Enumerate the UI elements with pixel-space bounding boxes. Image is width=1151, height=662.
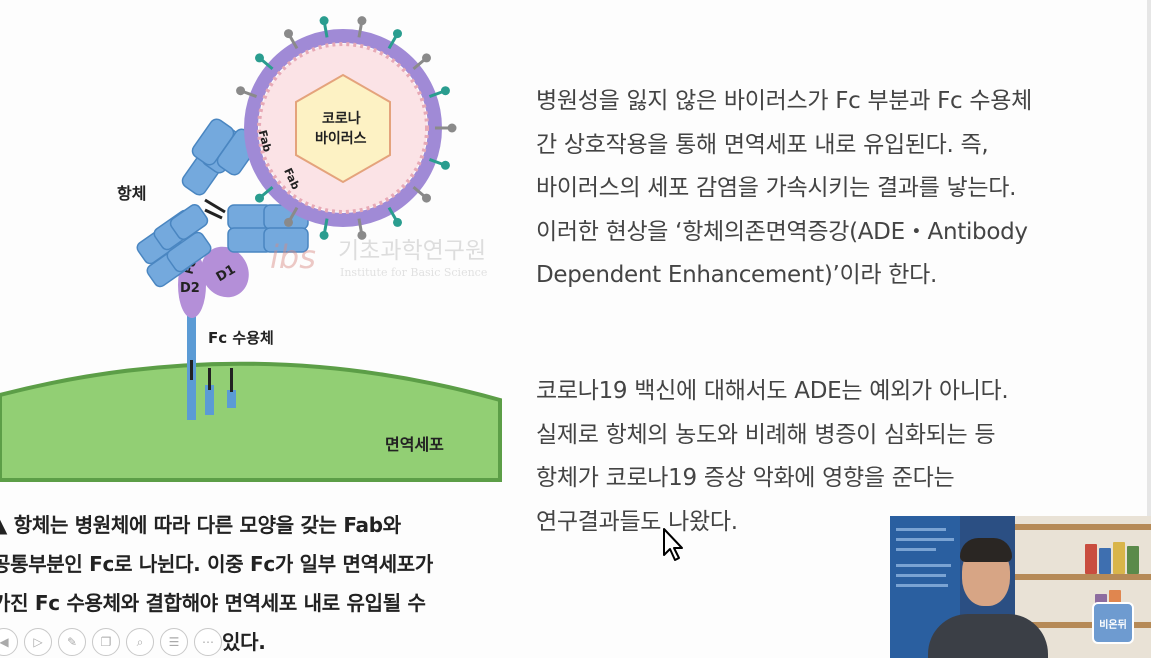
spike-stem <box>242 90 258 98</box>
spike-stem <box>428 158 444 166</box>
spike-head <box>284 29 293 39</box>
ibs-watermark: ibs 기초과학연구원 Institute for Basic Science <box>270 238 487 279</box>
spike-stem <box>288 35 299 50</box>
spike-head <box>255 53 265 63</box>
d2-label: D2 <box>180 281 200 296</box>
spike-head <box>440 86 450 96</box>
spike-stem <box>387 35 398 50</box>
spike-head <box>393 29 402 39</box>
caption-line: 가진 Fc 수용체와 결합해야 면역세포 내로 유입될 수 <box>0 591 426 615</box>
immune-cell-shape <box>0 361 502 482</box>
antibody-label: 항체 <box>117 184 146 203</box>
paragraph-line: Dependent Enhancement)’이라 한다. <box>536 262 937 288</box>
paragraph-ade-definition: 병원성을 잃지 않은 바이러스가 Fc 부분과 Fc 수용체 간 상호작용을 통… <box>536 80 1032 298</box>
antibody-diagram: 면역세포 Fc D2 D1 Fc 수용체 <box>0 16 502 482</box>
spike-stem <box>260 185 274 198</box>
presenter-hair <box>960 538 1012 562</box>
spike-stem <box>357 218 363 233</box>
spike-head <box>236 86 246 96</box>
spike-head <box>255 193 265 203</box>
figure-caption: ▲ 항체는 병원체에 따라 다른 모양을 갖는 Fab와 공통부분인 Fc로 나… <box>0 506 433 662</box>
receptor-stems <box>187 315 236 420</box>
spike-stem <box>412 185 426 198</box>
presentation-toolbar: ◀ ▷ ✎ ❐ ⌕ ☰ ⋯ <box>0 628 222 656</box>
spike-stem <box>323 218 329 233</box>
paragraph-line: 병원성을 잃지 않은 바이러스가 Fc 부분과 Fc 수용체 <box>536 88 1032 114</box>
more-icon[interactable]: ⋯ <box>194 628 222 656</box>
spike-head <box>440 160 450 170</box>
virus-core <box>295 73 391 184</box>
cell-label: 면역세포 <box>385 435 444 454</box>
virus-label-line1: 코로나 <box>322 111 361 127</box>
spike-stem <box>288 206 299 221</box>
d1-domain <box>201 246 249 298</box>
webcam-overlay: 비온뒤 <box>890 516 1151 658</box>
spike-head <box>357 16 367 26</box>
paragraph-line: 항체가 코로나19 증상 악화에 영향을 준다는 <box>536 465 955 491</box>
watermark-name: 기초과학연구원 <box>338 238 486 264</box>
spike-head <box>421 193 431 203</box>
watermark-mark: ibs <box>270 238 316 276</box>
spike-head <box>319 16 329 26</box>
receptor-label: Fc 수용체 <box>208 329 274 347</box>
spike-head <box>319 230 329 240</box>
play-icon[interactable]: ▷ <box>24 628 52 656</box>
spike-stem <box>428 90 444 98</box>
spike-stem <box>357 23 363 38</box>
paragraph-covid-ade: 코로나19 백신에 대해서도 ADE는 예외가 아니다. 실제로 항체의 농도와… <box>536 370 1009 544</box>
spike-head <box>447 123 457 133</box>
paragraph-line: 연구결과들도 나왔다. <box>536 508 738 535</box>
antibody-shape <box>136 118 309 288</box>
virus-label-line2: 바이러스 <box>315 130 367 147</box>
spike-stem <box>412 58 426 71</box>
watermark-sub: Institute for Basic Science <box>340 266 487 279</box>
spike-stem <box>387 206 398 221</box>
paragraph-line: 실제로 항체의 농도와 비례해 병증이 심화되는 등 <box>536 421 996 448</box>
spike-head <box>284 217 293 227</box>
channel-logo: 비온뒤 <box>1092 602 1134 644</box>
zoom-icon[interactable]: ⌕ <box>126 628 154 656</box>
background-slide <box>890 516 960 658</box>
spike-stem <box>260 58 274 71</box>
spike-head <box>393 217 402 227</box>
paragraph-line: 코로나19 백신에 대해서도 ADE는 예외가 아니다. <box>536 378 1009 404</box>
window-edge <box>1147 0 1151 658</box>
menu-icon[interactable]: ☰ <box>160 628 188 656</box>
caption-line: 공통부분인 Fc로 나뉜다. 이중 Fc가 일부 면역세포가 <box>0 552 434 576</box>
virus <box>244 29 442 227</box>
copy-icon[interactable]: ❐ <box>92 628 120 656</box>
paragraph-line: 이러한 현상을 ‘항체의존면역증강(ADE・Antibody <box>536 218 1028 245</box>
caption-line: 있다. <box>222 630 266 654</box>
spike-stem <box>323 23 329 38</box>
spike-head <box>357 230 367 240</box>
pen-icon[interactable]: ✎ <box>58 628 86 656</box>
paragraph-line: 간 상호작용을 통해 면역세포 내로 유입된다. 즉, <box>536 131 989 158</box>
spike-head <box>421 53 431 63</box>
presenter-body <box>928 614 1048 658</box>
caption-line: ▲ 항체는 병원체에 따라 다른 모양을 갖는 Fab와 <box>0 513 401 537</box>
paragraph-line: 바이러스의 세포 감염을 가속시키는 결과를 낳는다. <box>536 175 1017 201</box>
prev-icon[interactable]: ◀ <box>0 628 18 656</box>
fab-label-1: Fab <box>256 129 274 154</box>
mouse-cursor-icon <box>663 528 683 561</box>
virus-spikes <box>236 16 457 240</box>
